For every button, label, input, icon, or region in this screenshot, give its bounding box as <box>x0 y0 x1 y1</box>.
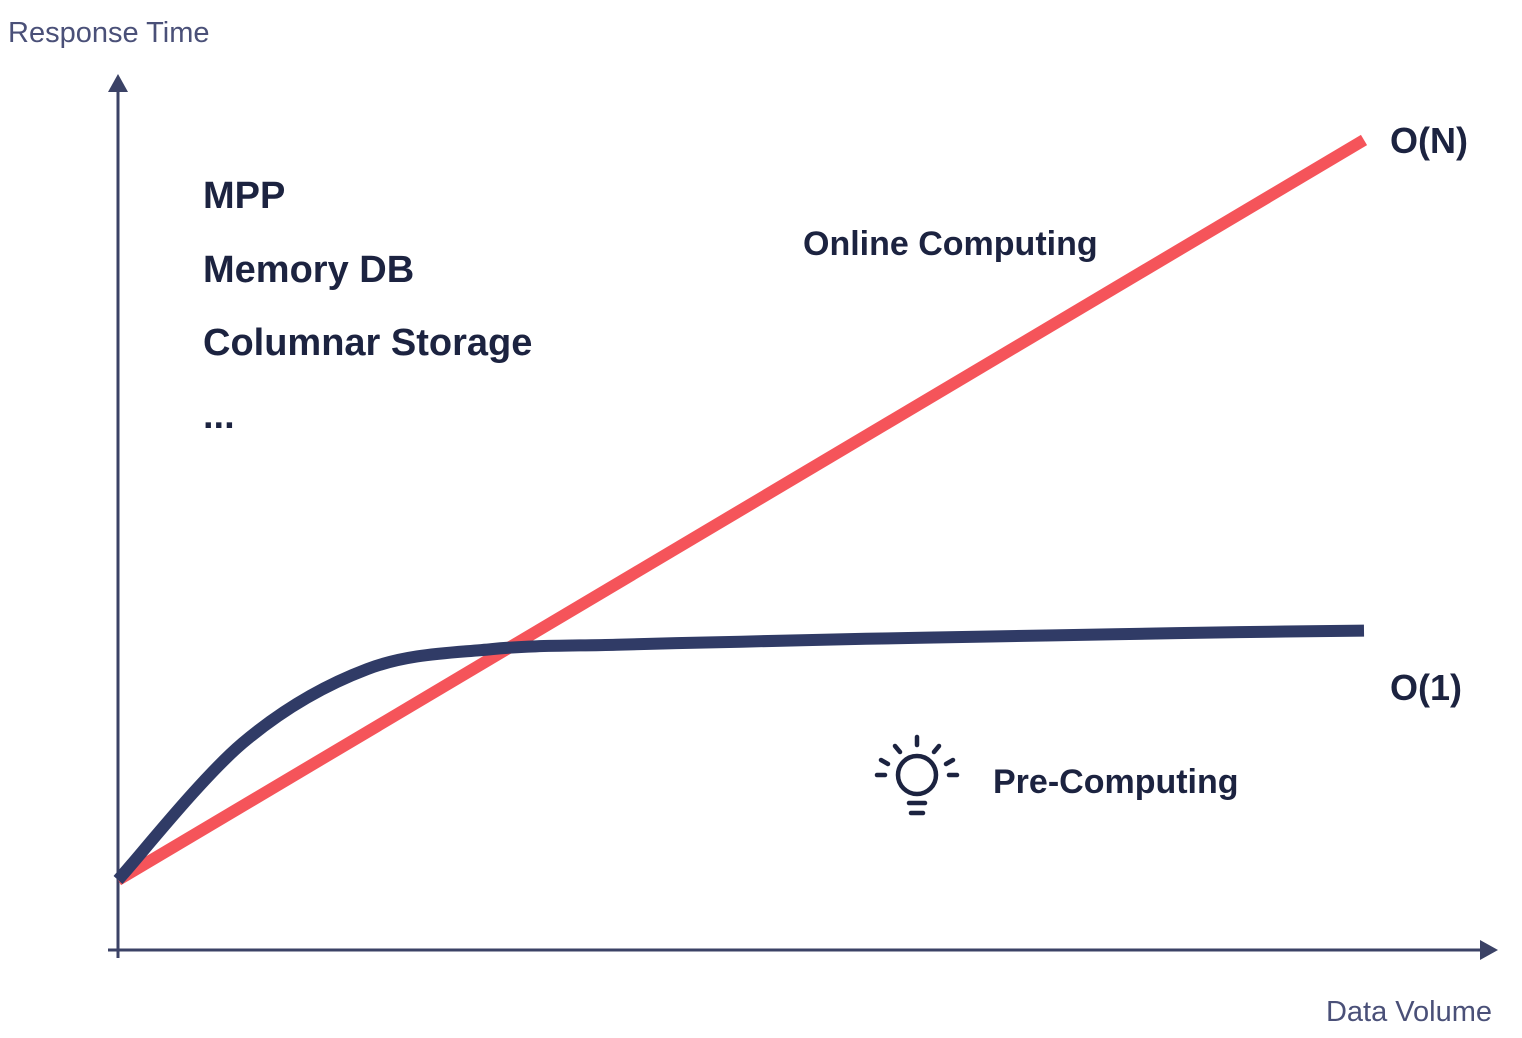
lightbulb-icon <box>874 734 960 816</box>
x-axis-title: Data Volume <box>1326 996 1492 1028</box>
complexity-label-online: O(N) <box>1390 120 1468 161</box>
series-label-online-computing: Online Computing <box>803 225 1098 263</box>
complexity-label-pre: O(1) <box>1390 667 1462 708</box>
technology-item: ... <box>203 395 235 437</box>
technology-item: Columnar Storage <box>203 322 532 364</box>
axes <box>108 74 1498 960</box>
x-axis-arrow <box>1480 940 1498 960</box>
technology-item: Memory DB <box>203 249 414 291</box>
technology-list: MPP Memory DB Columnar Storage ... <box>203 175 532 437</box>
series-line-online-computing <box>114 134 1368 886</box>
series-line-pre-computing <box>113 624 1365 885</box>
y-axis-title: Response Time <box>8 17 210 49</box>
series-label-pre-computing: Pre-Computing <box>993 763 1239 801</box>
technology-item: MPP <box>203 175 285 217</box>
y-axis-arrow <box>108 74 128 92</box>
